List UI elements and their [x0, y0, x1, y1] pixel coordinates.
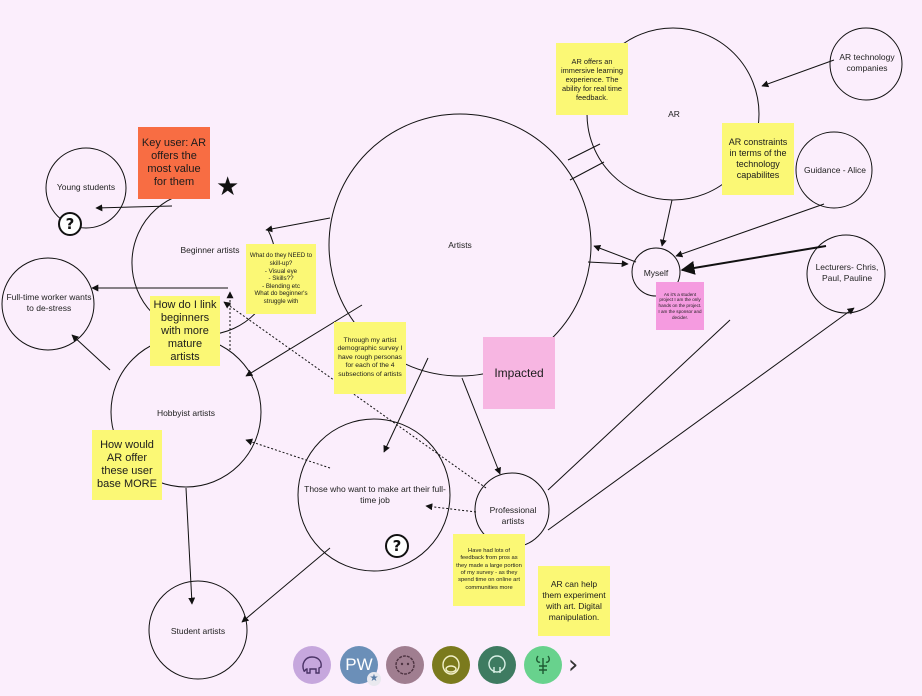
sticky-ar-experiment[interactable]: AR can help them experiment with art. Di…	[538, 566, 610, 636]
node-circle-fulltime-job	[297, 418, 451, 572]
arrow-lecturers-to-myself	[680, 245, 827, 275]
node-fulltime-job: Those who want to make art their full-ti…	[304, 484, 446, 505]
dotted-professional-to-fulltime	[425, 503, 477, 513]
arrow-artists-to-hobbyist	[245, 304, 363, 377]
node-circle-fulltime-worker	[1, 257, 95, 351]
node-beginner-artists: Beginner artists	[180, 245, 240, 255]
node-hobbyist-artists: Hobbyist artists	[156, 408, 216, 418]
node-artists: Artists	[448, 240, 472, 250]
sticky-beginner-need[interactable]: What do they NEED to skill-up? - Visual …	[246, 244, 316, 314]
node-ar: AR	[668, 109, 680, 119]
node-circle-guidance	[795, 131, 873, 209]
arrow-artists-to-beginner	[265, 217, 331, 233]
arrow-artists-to-myself	[587, 260, 629, 268]
sticky-survey-text: Through my artist demographic survey I h…	[337, 336, 403, 378]
node-student-artists: Student artists	[170, 626, 226, 636]
node-circle-artists	[328, 113, 592, 377]
initials-avatar[interactable]: PW ★	[340, 646, 381, 686]
arrow-hobbyist-to-worker	[71, 334, 111, 371]
sticky-survey[interactable]: Through my artist demographic survey I h…	[334, 322, 406, 394]
sticky-link-beginners-text: How do I link beginners with more mature…	[153, 298, 217, 363]
sticky-how-would-ar-text: How would AR offer these user base MORE	[97, 439, 157, 490]
star-badge-icon: ★	[367, 672, 381, 686]
sticky-key-user[interactable]: Key user: AR offers the most value for t…	[138, 127, 210, 199]
arrow-hobbyist-to-students	[185, 487, 196, 605]
sticky-impacted-text: Impacted	[494, 366, 544, 380]
sticky-pros-feedback-text: Have had lots of feedback from pros as t…	[456, 547, 522, 591]
arrow-companies-to-ar	[761, 59, 835, 88]
sticky-impacted[interactable]: Impacted	[483, 337, 555, 409]
node-lecturers: Lecturers- Chris, Paul, Pauline	[815, 262, 879, 283]
node-young-students: Young students	[56, 182, 116, 192]
arrow-ar-to-myself	[659, 199, 673, 247]
sticky-student-project[interactable]: As it's a student project I am the only …	[656, 282, 704, 330]
arrow-guidance-to-myself	[675, 203, 825, 258]
star-icon: ★	[216, 172, 240, 202]
sticky-ar-constraints-text: AR constraints in terms of the technolog…	[728, 137, 788, 180]
node-fulltime-worker: Full-time worker wants to de-stress	[6, 292, 92, 313]
link-ar-artists-1	[567, 143, 601, 161]
node-professional: Professional artists	[489, 505, 537, 526]
question-mark-icon: ?	[385, 534, 409, 558]
dotted-professional-to-hobbyist	[245, 438, 331, 469]
sticky-key-user-text: Key user: AR offers the most value for t…	[141, 137, 207, 188]
sticky-ar-experiment-text: AR can help them experiment with art. Di…	[542, 579, 606, 622]
sheep-icon[interactable]	[386, 646, 424, 684]
elephant-icon[interactable]	[293, 646, 331, 684]
node-ar-companies: AR technology companies	[839, 52, 895, 73]
node-circle-lecturers	[806, 234, 886, 314]
dotted-professional-to-beginner	[223, 301, 487, 489]
sticky-link-beginners[interactable]: How do I link beginners with more mature…	[150, 296, 220, 366]
line-professional-to-lecturers-2	[547, 307, 855, 531]
line-professional-to-lecturers	[547, 319, 731, 491]
link-ar-artists-2	[569, 161, 605, 181]
sticky-how-would-ar[interactable]: How would AR offer these user base MORE	[92, 430, 162, 500]
arrow-artists-to-fulltime	[383, 357, 429, 453]
walrus-icon[interactable]	[478, 646, 516, 684]
platypus-icon[interactable]	[432, 646, 470, 684]
sticky-ar-immersive[interactable]: AR offers an immersive learning experien…	[556, 43, 628, 115]
node-guidance: Guidance - Alice	[804, 165, 866, 175]
question-mark-icon: ?	[58, 212, 82, 236]
lobster-icon[interactable]	[524, 646, 562, 684]
node-circle-young-students	[45, 147, 127, 229]
sticky-beginner-need-text: What do they NEED to skill-up? - Visual …	[249, 252, 313, 305]
next-chevron-icon[interactable]: ›	[568, 650, 579, 680]
node-myself: Myself	[643, 268, 669, 278]
arrow-beginner-to-young	[95, 204, 173, 212]
sticky-pros-feedback[interactable]: Have had lots of feedback from pros as t…	[453, 534, 525, 606]
sticky-ar-immersive-text: AR offers an immersive learning experien…	[560, 56, 624, 102]
arrow-artists-to-professional	[461, 377, 501, 475]
avatar-initials: PW	[345, 655, 373, 674]
arrow-myself-to-artists	[593, 244, 637, 263]
sticky-ar-constraints[interactable]: AR constraints in terms of the technolog…	[722, 123, 794, 195]
sticky-student-project-text: As it's a student project I am the only …	[658, 291, 702, 320]
node-circle-ar-companies	[829, 27, 903, 101]
node-circle-student-artists	[148, 580, 248, 680]
arrow-fulltime-to-students	[241, 547, 331, 623]
